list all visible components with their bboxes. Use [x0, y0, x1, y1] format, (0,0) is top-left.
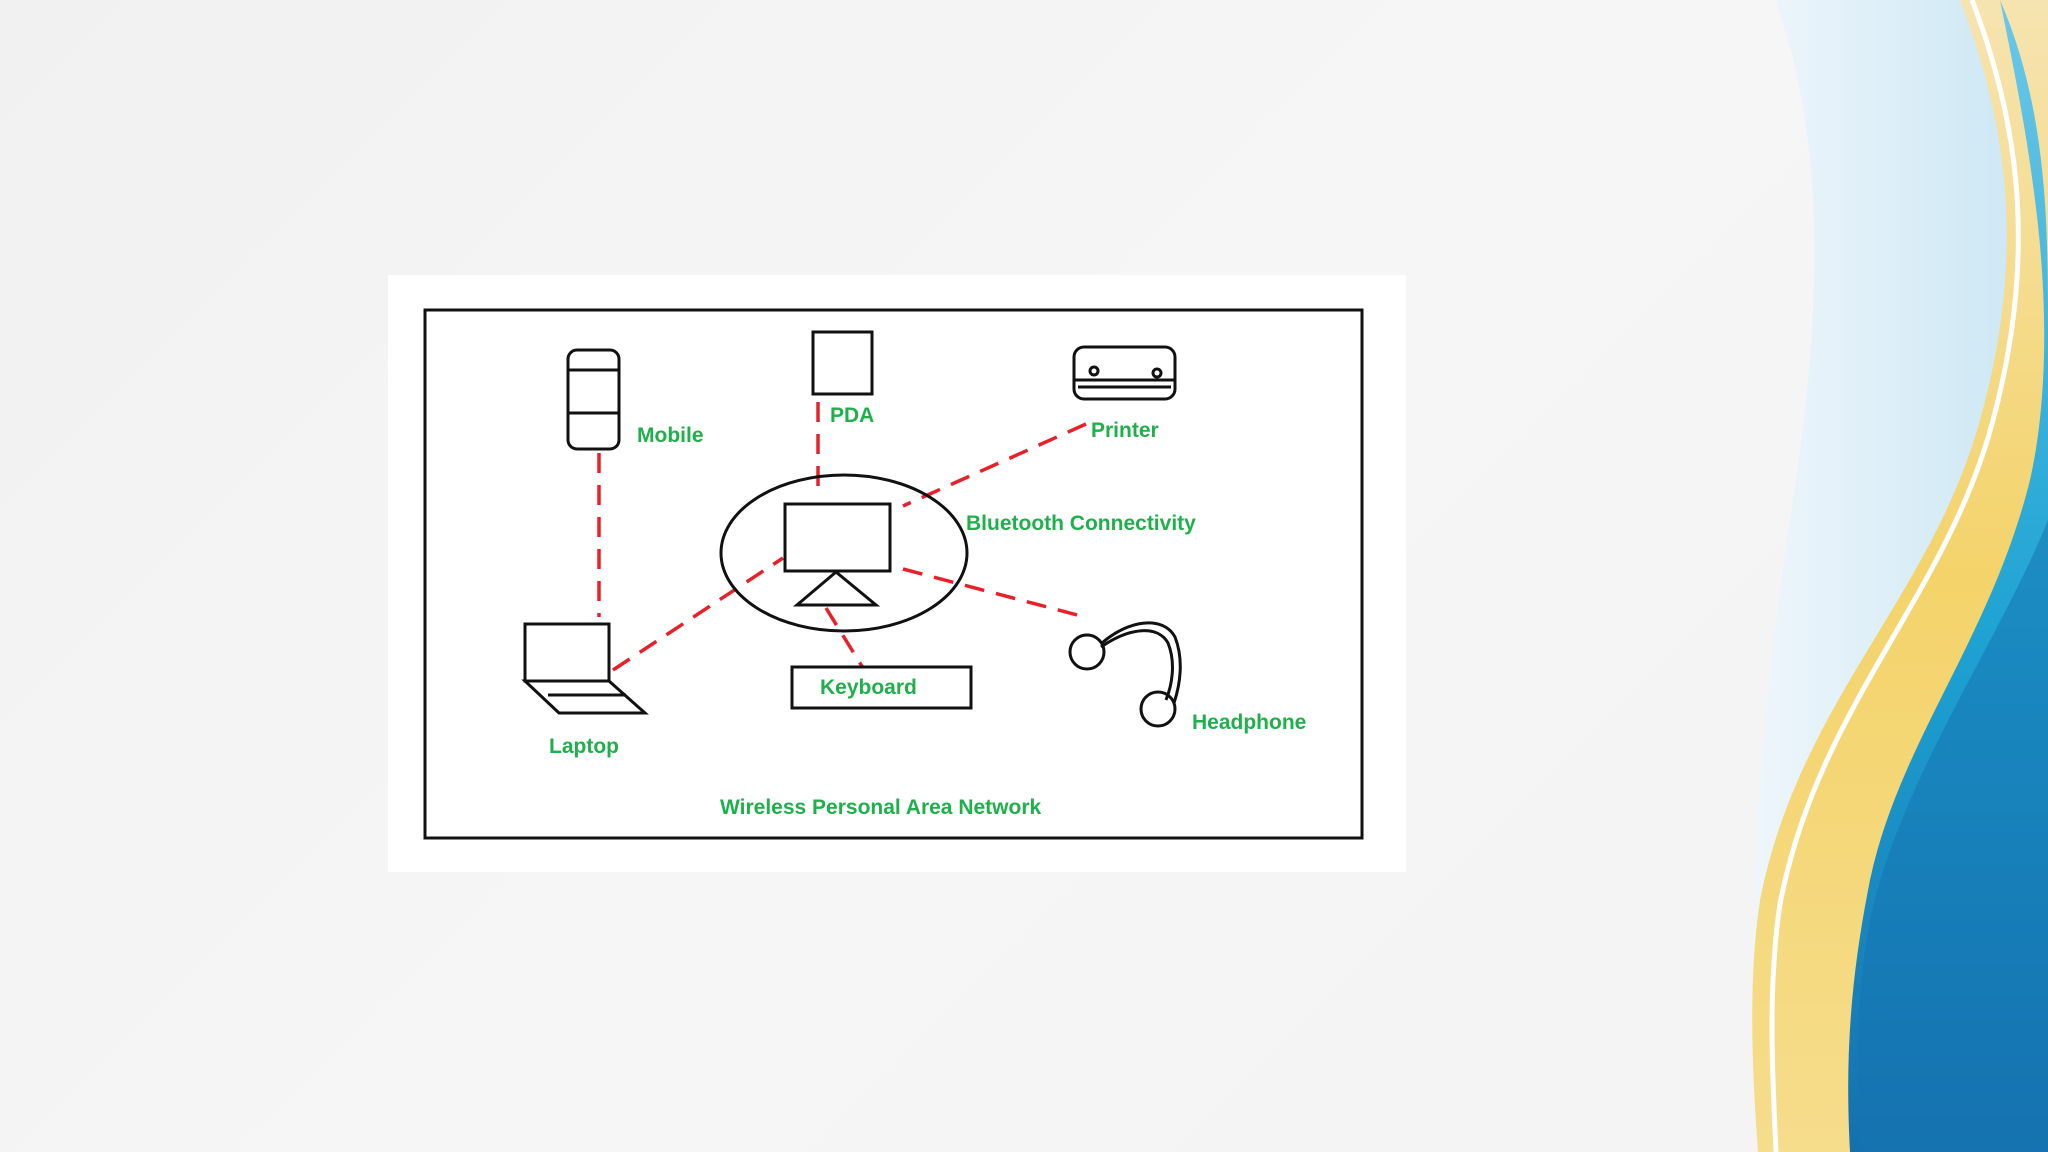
wpan-diagram: Mobile PDA Printer Bluetooth Connectivit… [388, 275, 1406, 872]
printer-label: Printer [1091, 419, 1159, 442]
keyboard-icon [790, 665, 973, 710]
mobile-icon [566, 348, 621, 451]
wave-deep-blue [1857, 520, 2048, 1152]
pda-label: PDA [830, 404, 874, 427]
diagram-caption: Wireless Personal Area Network [720, 796, 1041, 819]
headphone-icon [1068, 621, 1182, 728]
headphone-label: Headphone [1192, 711, 1306, 734]
pda-icon [811, 330, 874, 396]
bluetooth-range-ellipse [719, 473, 969, 633]
monitor-icon [783, 502, 892, 607]
wpan-diagram-canvas: Mobile PDA Printer Bluetooth Connectivit… [423, 308, 1364, 840]
keyboard-label: Keyboard [820, 676, 917, 699]
link-hub-keyboard [824, 607, 865, 669]
laptop-icon [521, 622, 649, 715]
wave-white-line [1769, 0, 2021, 1152]
bluetooth-label: Bluetooth Connectivity [966, 512, 1196, 535]
laptop-label: Laptop [549, 735, 619, 758]
printer-icon [1072, 345, 1177, 401]
link-printer-hub [902, 422, 1087, 508]
mobile-label: Mobile [637, 424, 704, 447]
diagram-frame [423, 308, 1364, 840]
link-laptop-hub [612, 556, 784, 672]
connection-links [597, 402, 1087, 672]
